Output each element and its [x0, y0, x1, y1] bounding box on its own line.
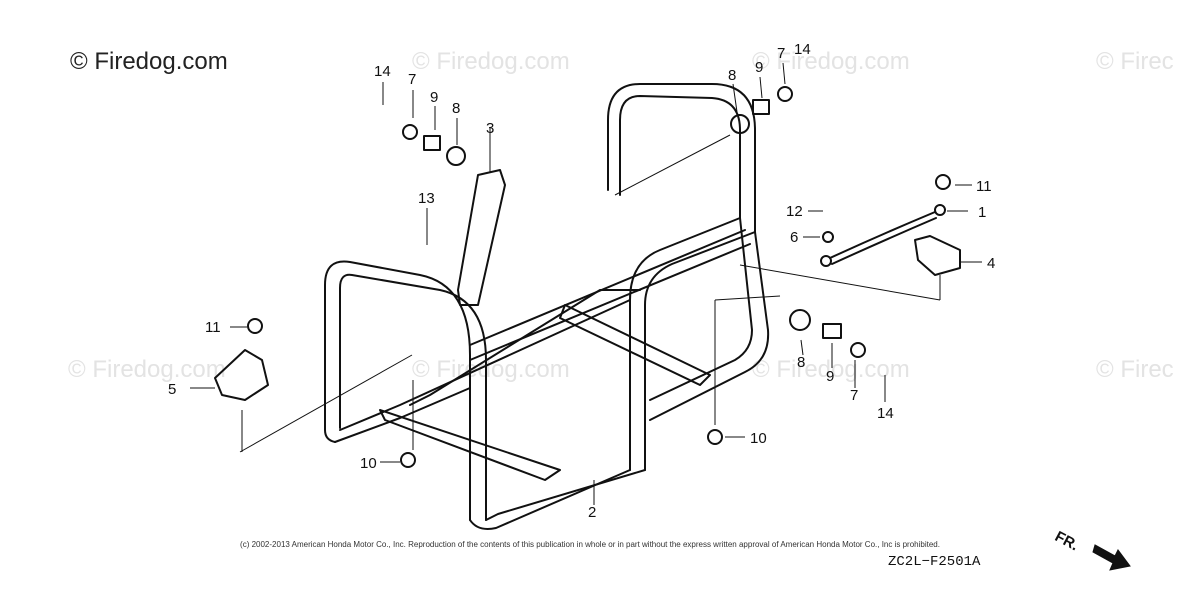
frame-front-loop [324, 260, 471, 521]
callout-11: 11 [205, 319, 221, 336]
frame-rear-loop [619, 95, 741, 471]
callout-6: 6 [790, 229, 798, 246]
watermark: © Firedog.com [412, 356, 570, 383]
callout-9: 9 [430, 89, 438, 106]
frame-rear-loop-inner [607, 83, 756, 471]
nut-11-left [247, 318, 263, 334]
brand-logo-text: © Firedog.com [70, 48, 228, 75]
frame-side-rail [339, 299, 631, 431]
collar-9-right [822, 323, 842, 339]
collar-9-top [752, 99, 770, 115]
base-plate-right [559, 304, 711, 386]
callout-12: 12 [786, 203, 803, 220]
callout-14: 14 [877, 405, 894, 422]
watermark: © Firedog.com [412, 48, 570, 75]
watermark: © Firec [1096, 356, 1174, 383]
callout-1: 1 [978, 204, 986, 221]
watermark: © Firedog.com [752, 48, 910, 75]
callout-8: 8 [797, 354, 805, 371]
copyright-notice: (c) 2002-2013 American Honda Motor Co., … [240, 540, 940, 549]
callout-5: 5 [168, 381, 176, 398]
bushing-8-left [446, 146, 466, 166]
washer-7-top [777, 86, 793, 102]
watermark: © Firedog.com [68, 356, 226, 383]
watermark: © Firedog.com [752, 356, 910, 383]
bushing-8-right [789, 309, 811, 331]
nut-10-left [400, 452, 416, 468]
frame-front-loop-inner [339, 273, 487, 521]
washer-6 [822, 231, 834, 243]
callout-2: 2 [588, 504, 596, 521]
callout-9: 9 [755, 59, 763, 76]
callout-10: 10 [750, 430, 767, 447]
frame-bottom-rail [469, 469, 631, 530]
washer-7-left [402, 124, 418, 140]
callout-7: 7 [850, 387, 858, 404]
nut-10-right [707, 429, 723, 445]
bushing-8-top [730, 114, 750, 134]
callout-9: 9 [826, 368, 834, 385]
mount-4 [914, 235, 961, 276]
washer-7-right [850, 342, 866, 358]
callout-8: 8 [728, 67, 736, 84]
callout-7: 7 [777, 45, 785, 62]
front-direction-arrow [1092, 544, 1131, 571]
mount-5 [214, 349, 269, 401]
callout-13: 13 [418, 190, 435, 207]
callout-11: 11 [976, 178, 992, 195]
watermark: © Firec [1096, 48, 1174, 75]
frame-cross-pipe [469, 229, 746, 346]
callout-10: 10 [360, 455, 377, 472]
collar-9-left [423, 135, 441, 151]
bracket-3 [457, 169, 506, 306]
callout-4: 4 [987, 255, 995, 272]
callout-3: 3 [486, 120, 494, 137]
base-plate-left [379, 409, 561, 481]
callout-14: 14 [794, 41, 811, 58]
callout-8: 8 [452, 100, 460, 117]
nut-11-right [935, 174, 951, 190]
frame-rear-right [649, 231, 770, 421]
callout-7: 7 [408, 71, 416, 88]
ground-cable [829, 211, 936, 259]
diagram-code: ZC2L−F2501A [888, 554, 981, 570]
callout-14: 14 [374, 63, 391, 80]
